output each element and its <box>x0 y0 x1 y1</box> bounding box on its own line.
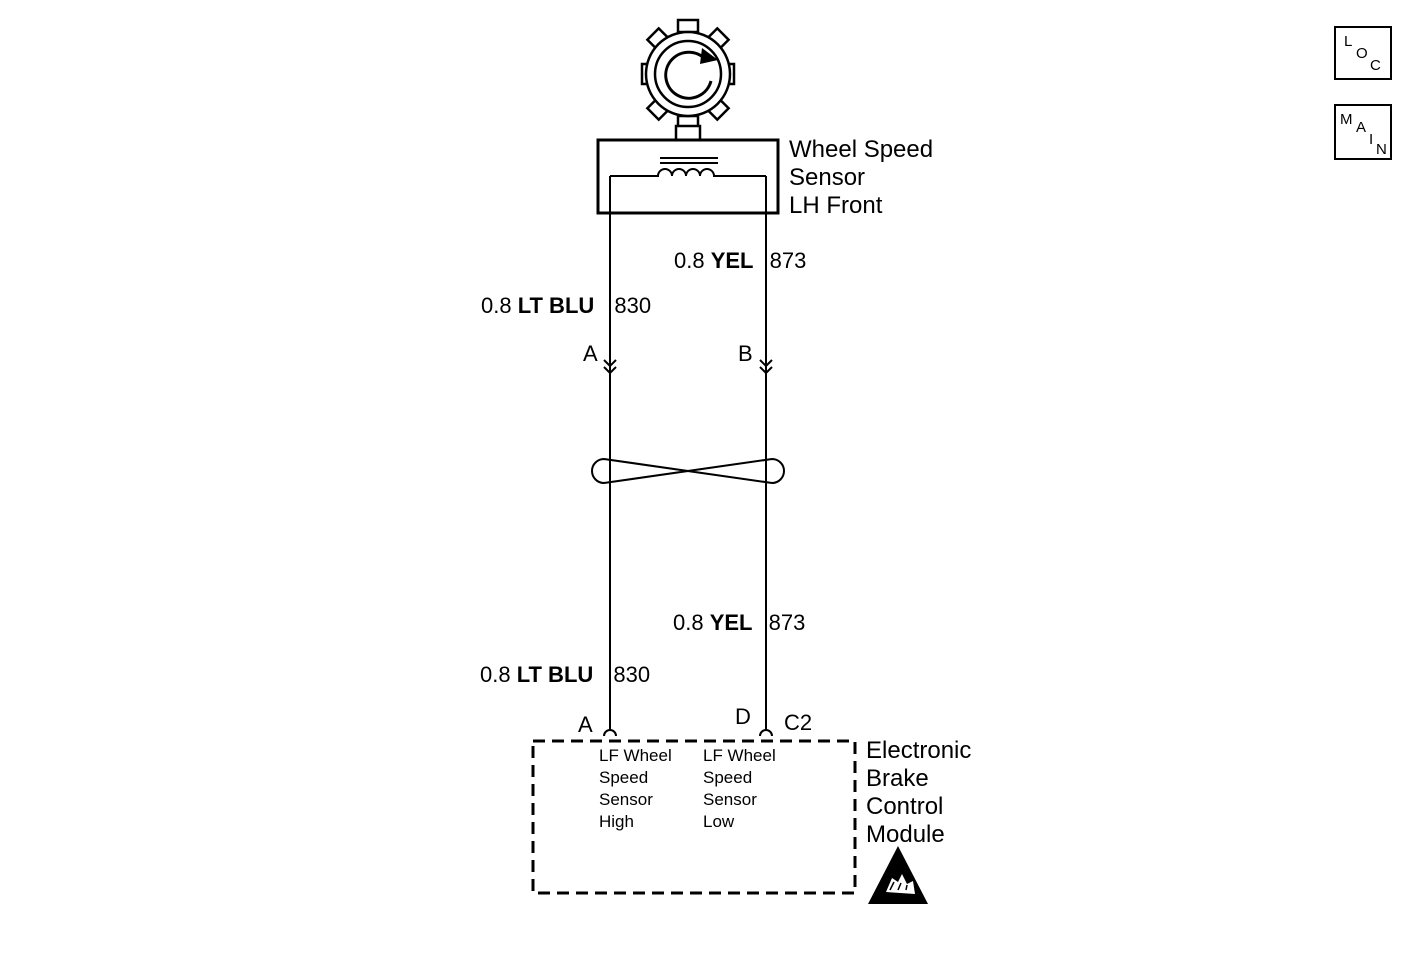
main-letter: I <box>1369 131 1374 148</box>
pin-desc-line: Speed <box>703 768 753 787</box>
wire-gauge: 0.8 <box>481 293 518 318</box>
pin-desc-line: LF Wheel <box>599 746 672 765</box>
wire-label-left-lower: 0.8 LT BLU 830 <box>480 664 650 686</box>
connector-pin-upper-a: A <box>583 341 598 366</box>
module-title: Electronic Brake Control Module <box>866 737 971 849</box>
inline-connector-chevrons <box>603 359 773 375</box>
connector-id-c2: C2 <box>784 710 813 735</box>
wire-circuit: 830 <box>614 293 652 318</box>
reluctor-wheel-icon <box>640 18 736 130</box>
wire-color: YEL <box>709 610 753 635</box>
module-title-line: Brake <box>866 765 929 792</box>
wheel-speed-sensor-body <box>596 124 780 215</box>
pin-desc-line: Sensor <box>703 790 757 809</box>
main-letter: M <box>1340 111 1353 128</box>
loc-button[interactable]: L O C <box>1334 26 1392 80</box>
module-pin-d-description: LF Wheel Speed Sensor Low <box>703 745 776 833</box>
connector-pin-lower-d: D <box>735 704 751 729</box>
module-connector-terminals <box>603 729 773 737</box>
connector-pin-upper-b: B <box>738 341 753 366</box>
module-title-line: Control <box>866 793 944 820</box>
main-letter: A <box>1356 119 1367 136</box>
sensor-title-line: LH Front <box>789 192 883 219</box>
wire-circuits <box>609 213 767 730</box>
ebcm-module-outline <box>531 739 857 895</box>
connector-pin-lower-a: A <box>578 712 593 737</box>
main-letter: N <box>1376 141 1387 158</box>
wire-label-right-lower: 0.8 YEL 873 <box>673 612 805 634</box>
wire-circuit: 873 <box>768 610 806 635</box>
wire-gauge: 0.8 <box>480 662 517 687</box>
pin-desc-line: High <box>599 812 634 831</box>
wire-label-left-upper: 0.8 LT BLU 830 <box>481 295 651 317</box>
wire-color: YEL <box>710 248 754 273</box>
pin-desc-line: Low <box>703 812 735 831</box>
wire-label-right-upper: 0.8 YEL 873 <box>674 250 806 272</box>
loc-letter: C <box>1370 57 1381 74</box>
module-pin-a-description: LF Wheel Speed Sensor High <box>599 745 672 833</box>
main-button[interactable]: M A I N <box>1334 104 1392 160</box>
pin-desc-line: Speed <box>599 768 649 787</box>
pin-desc-line: LF Wheel <box>703 746 776 765</box>
wire-gauge: 0.8 <box>674 248 711 273</box>
module-title-line: Electronic <box>866 737 972 764</box>
wire-circuit: 873 <box>769 248 807 273</box>
sensor-title: Wheel Speed Sensor LH Front <box>789 136 933 220</box>
wire-gauge: 0.8 <box>673 610 710 635</box>
wire-color: LT BLU <box>516 662 594 687</box>
wire-circuit: 830 <box>613 662 651 687</box>
loc-letter: L <box>1344 33 1353 50</box>
twisted-pair-symbol <box>591 457 785 485</box>
loc-letter: O <box>1356 45 1368 62</box>
wire-color: LT BLU <box>517 293 595 318</box>
sensor-title-line: Sensor <box>789 164 866 191</box>
module-title-line: Module <box>866 821 945 848</box>
pin-desc-line: Sensor <box>599 790 653 809</box>
esd-warning-icon <box>868 846 928 904</box>
sensor-title-line: Wheel Speed <box>789 136 934 163</box>
